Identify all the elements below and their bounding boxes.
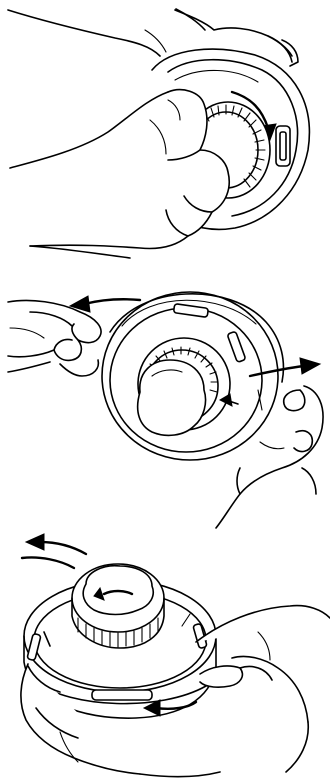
step-2-illustration: [0, 272, 330, 530]
step-1-drawing: [0, 0, 330, 270]
knob: [72, 564, 164, 648]
step-2-drawing: [0, 272, 330, 530]
line-window: [92, 690, 152, 700]
right-hand: [196, 606, 330, 772]
knob-cap: [138, 360, 206, 435]
trimmer-head: [102, 292, 283, 460]
step-3-drawing: [0, 532, 330, 780]
step-1-illustration: [0, 0, 330, 270]
pull-arrow-icon: [70, 296, 140, 312]
left-hand: [8, 300, 101, 376]
step-3-illustration: [0, 532, 330, 780]
lower-hand: [10, 90, 229, 258]
knob-arrow-icon: [22, 534, 86, 568]
